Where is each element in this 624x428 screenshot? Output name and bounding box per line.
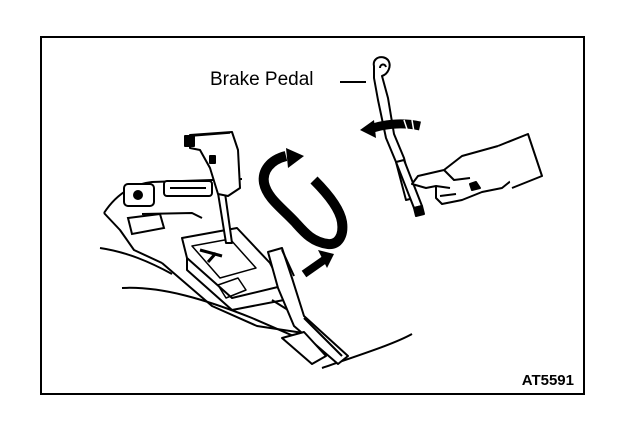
figure-code: AT5591 — [521, 372, 574, 389]
short-arrow-icon — [301, 250, 334, 278]
curved-arrow-icon — [258, 148, 348, 250]
hand-illustration — [411, 133, 543, 205]
dash-vents — [123, 180, 213, 236]
shift-lock-illustration — [99, 56, 543, 369]
brake-pedal-label: Brake Pedal — [210, 69, 314, 90]
shift-lever — [184, 131, 241, 244]
rotation-arrow-icon — [360, 119, 421, 138]
brake-pedal — [372, 56, 425, 217]
diagram-frame: Brake Pedal AT5591 — [40, 36, 585, 395]
leader-line — [340, 81, 366, 83]
parking-brake-lever — [267, 247, 349, 365]
